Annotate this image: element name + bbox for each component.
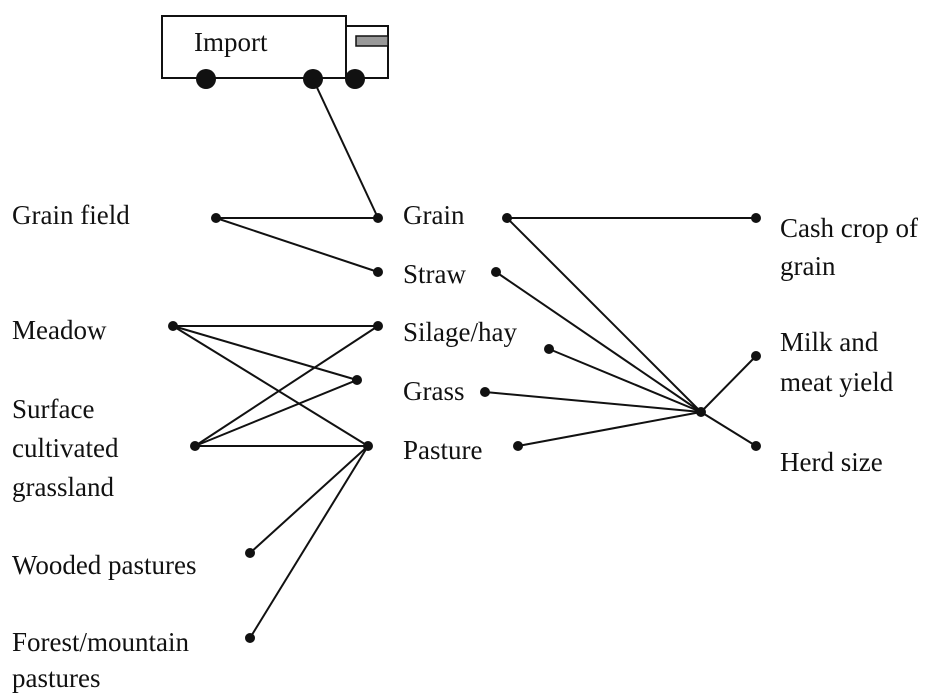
node-cashcrop bbox=[751, 213, 761, 223]
silage-to-hub-line bbox=[548, 348, 702, 413]
import-truck-icon bbox=[161, 15, 389, 89]
grainfield-to-straw-line bbox=[215, 217, 379, 273]
straw-to-hub-line bbox=[495, 271, 702, 413]
import-to-grain-line bbox=[312, 78, 379, 219]
milk-meat-line1-label: Milk and bbox=[780, 327, 879, 357]
pasture-to-hub-line bbox=[517, 411, 702, 447]
node-grain-out bbox=[502, 213, 512, 223]
node-pasture-in bbox=[363, 441, 373, 451]
straw-label: Straw bbox=[403, 259, 466, 289]
forest-to-pasture-line bbox=[249, 445, 369, 639]
wooded-to-pasture-line bbox=[249, 445, 369, 554]
connection-lines bbox=[172, 78, 757, 639]
node-grain-in bbox=[373, 213, 383, 223]
milk-meat-line2-label: meat yield bbox=[780, 367, 894, 397]
node-straw-in bbox=[373, 267, 383, 277]
surface-line3-label: grassland bbox=[12, 472, 114, 502]
cash-crop-line1-label: Cash crop of bbox=[780, 213, 918, 243]
hub-to-milk-line bbox=[700, 355, 757, 413]
surface-line2-label: cultivated bbox=[12, 433, 119, 463]
connection-nodes bbox=[168, 213, 761, 643]
grain-field-label: Grain field bbox=[12, 200, 130, 230]
pasture-label: Pasture bbox=[403, 435, 483, 465]
surface-line1-label: Surface bbox=[12, 394, 95, 424]
node-straw-out bbox=[491, 267, 501, 277]
node-herd bbox=[751, 441, 761, 451]
import-label: Import bbox=[194, 27, 268, 57]
surface-to-grass-line bbox=[194, 379, 358, 447]
node-silage-out bbox=[544, 344, 554, 354]
node-hub bbox=[696, 407, 706, 417]
node-milk bbox=[751, 351, 761, 361]
node-grass-out bbox=[480, 387, 490, 397]
meadow-to-pasture-line bbox=[172, 325, 369, 447]
grass-to-hub-line bbox=[484, 391, 702, 413]
node-grainfield bbox=[211, 213, 221, 223]
node-meadow bbox=[168, 321, 178, 331]
node-pasture-out bbox=[513, 441, 523, 451]
herd-size-label: Herd size bbox=[780, 447, 883, 477]
silage-hay-label: Silage/hay bbox=[403, 317, 517, 347]
grain-label: Grain bbox=[403, 200, 465, 230]
cash-crop-line2-label: grain bbox=[780, 251, 836, 281]
node-surface bbox=[190, 441, 200, 451]
surface-to-silage-line bbox=[194, 325, 379, 447]
node-silage-in bbox=[373, 321, 383, 331]
wooded-pastures-label: Wooded pastures bbox=[12, 550, 197, 580]
forest-line2-label: pastures bbox=[12, 663, 101, 693]
meadow-to-grass-line bbox=[172, 325, 358, 381]
grain-to-hub-line bbox=[506, 217, 702, 413]
meadow-label: Meadow bbox=[12, 315, 107, 345]
node-grass-in bbox=[352, 375, 362, 385]
node-wooded bbox=[245, 548, 255, 558]
hub-to-herd-line bbox=[700, 411, 757, 447]
node-forest bbox=[245, 633, 255, 643]
grass-label: Grass bbox=[403, 376, 465, 406]
forest-line1-label: Forest/mountain bbox=[12, 627, 189, 657]
